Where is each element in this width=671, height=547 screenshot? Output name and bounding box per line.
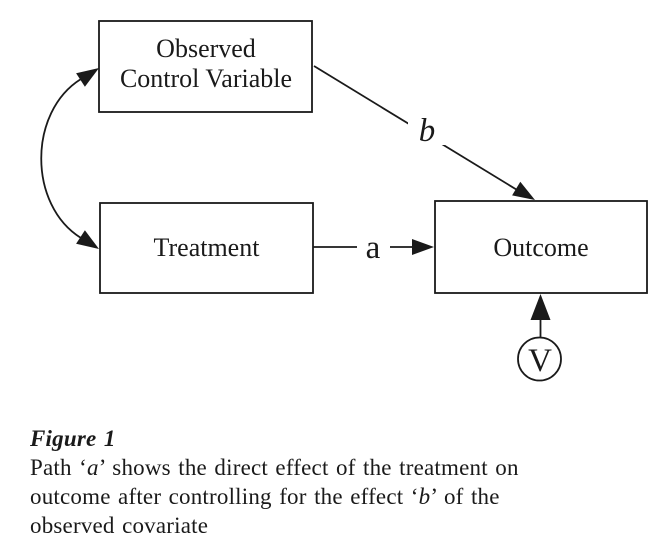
caption-line1-pre: Path ‘ <box>30 455 87 480</box>
treatment-box <box>99 202 314 294</box>
covariance-arrowhead-bottom <box>76 230 99 249</box>
caption-line2-pre: outcome after controlling for the effect… <box>30 484 419 509</box>
v-arrowhead <box>530 294 551 320</box>
path-b-label: b <box>419 113 436 149</box>
path-a-label-mask <box>357 230 390 263</box>
v-node-label: V <box>528 343 552 379</box>
path-diagram: b a V Observed Control Variable Treatmen… <box>40 20 648 382</box>
path-a-arrowhead <box>412 239 434 255</box>
outcome-box <box>434 200 648 294</box>
observed-control-variable-box <box>98 20 313 113</box>
covariance-curve <box>40 78 82 239</box>
caption-line2-post: ’ of the <box>430 484 500 509</box>
outcome-label: Outcome <box>493 233 588 262</box>
caption-line1-post: ’ shows the direct effect of the treatme… <box>98 455 519 480</box>
figure-caption-line-2: outcome after controlling for the effect… <box>30 482 519 511</box>
caption-line1-em: a <box>87 455 99 480</box>
caption-line3-pre: observed covariate <box>30 513 209 538</box>
observed-control-variable-label-line2: Control Variable <box>120 64 292 93</box>
figure-caption-title: Figure 1 <box>30 426 116 451</box>
figure-caption-line-3: observed covariate <box>30 511 519 540</box>
path-b-arrowhead <box>512 181 535 200</box>
path-a-label: a <box>366 230 381 266</box>
v-node-circle <box>517 336 562 382</box>
path-b-label-mask <box>408 110 447 145</box>
observed-control-variable-label-line1: Observed <box>156 34 256 63</box>
caption-line2-em: b <box>418 484 431 509</box>
covariance-arrowhead-top <box>76 68 99 87</box>
figure-caption: Figure 1 Path ‘a’ shows the direct effec… <box>30 424 519 540</box>
treatment-label: Treatment <box>154 233 261 262</box>
figure-caption-line-1: Path ‘a’ shows the direct effect of the … <box>30 453 519 482</box>
